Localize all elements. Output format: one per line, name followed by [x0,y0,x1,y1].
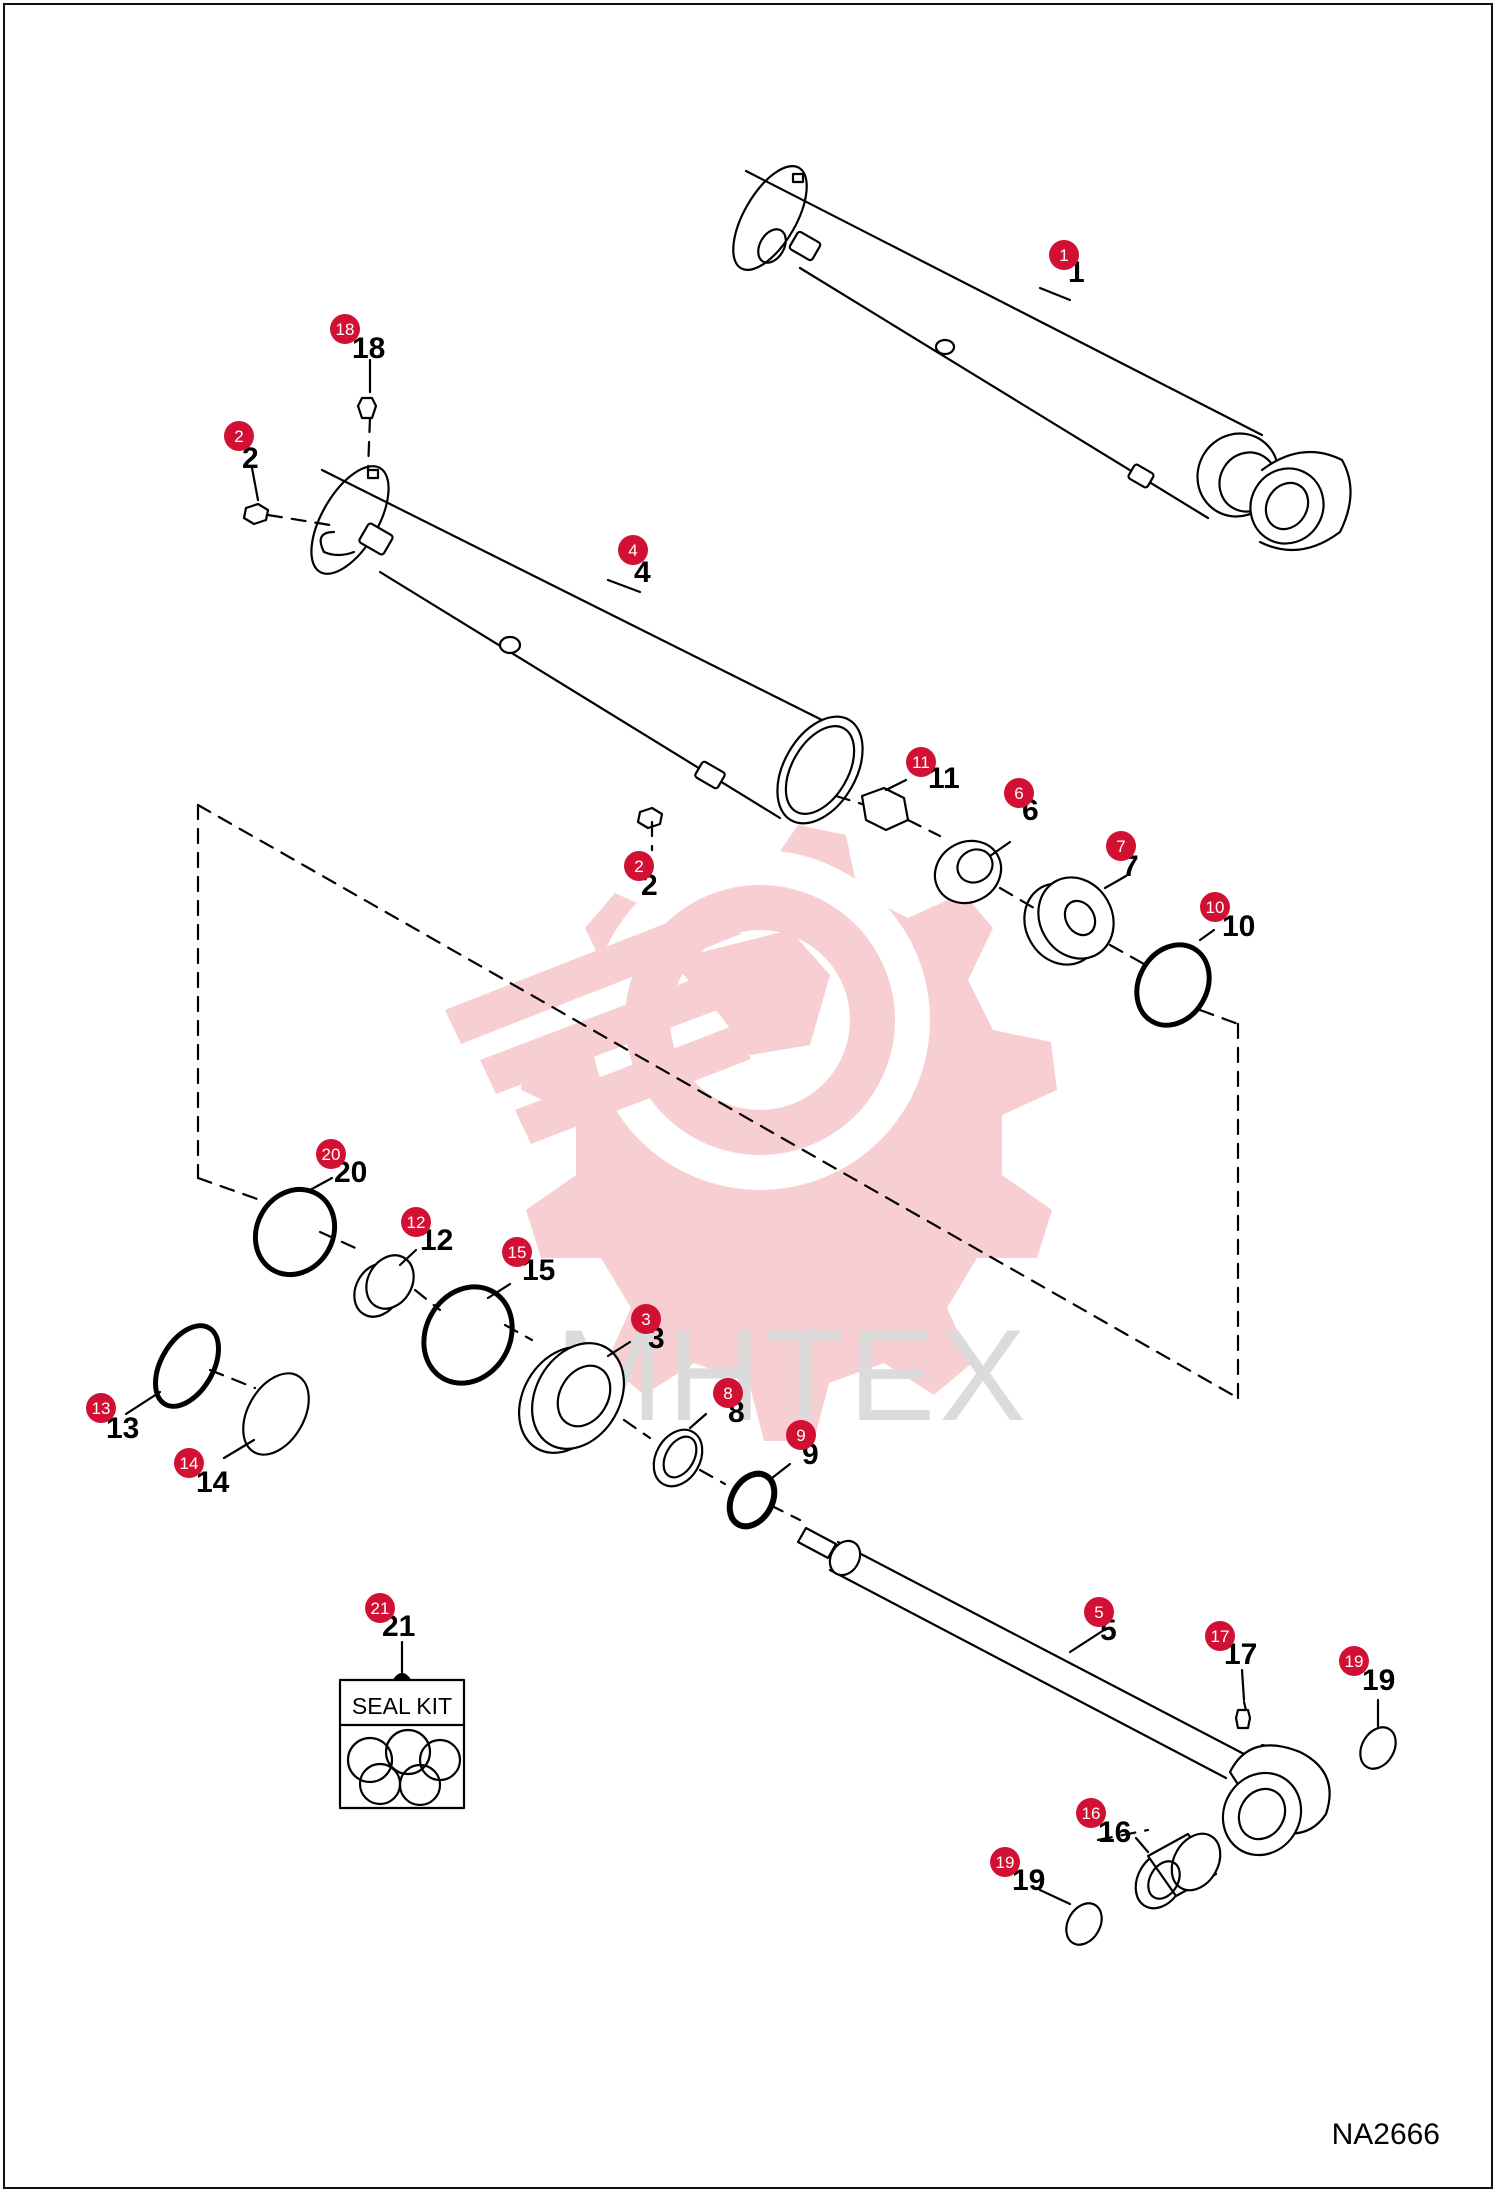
callout-marker[interactable]: 13 [86,1393,116,1423]
svg-text:21: 21 [371,1599,390,1618]
part-19-o-ring-right [1359,1726,1397,1770]
part-1-assembled-cylinder [732,165,1352,552]
part-number: 2 [242,442,259,475]
exploded-guide-dashed [196,803,1240,1400]
callout-marker[interactable]: 2 [624,851,654,881]
part-16-bushing [1134,1832,1222,1910]
part-9-rod-ring [726,1470,778,1530]
callout-marker[interactable]: 14 [174,1448,204,1478]
callout-marker[interactable]: 5 [1084,1597,1114,1627]
callout-marker[interactable]: 12 [401,1207,431,1237]
svg-text:5: 5 [1094,1603,1103,1622]
svg-text:17: 17 [1211,1627,1230,1646]
svg-text:18: 18 [336,320,355,339]
part-14-backup-ring [242,1372,310,1456]
svg-text:7: 7 [1116,837,1125,856]
callout-marker[interactable]: 7 [1106,831,1136,861]
callout-marker[interactable]: 2 [224,421,254,451]
part-8-rod-seal [652,1428,704,1488]
callout-marker[interactable]: 19 [990,1847,1020,1877]
seal-kit-label: SEAL KIT [352,1693,452,1719]
callout-marker[interactable]: 15 [502,1237,532,1267]
svg-text:14: 14 [180,1454,199,1473]
callout-marker[interactable]: 17 [1205,1621,1235,1651]
part-15-o-ring [421,1284,515,1386]
part-7-piston [1023,876,1115,966]
part-number: 18 [352,332,385,365]
callout-marker[interactable]: 21 [365,1593,395,1623]
part-5-rod [796,1526,1331,1857]
part-number: 16 [1098,1816,1131,1849]
svg-text:8: 8 [723,1384,732,1403]
svg-text:1: 1 [1059,246,1068,265]
svg-text:10: 10 [1206,898,1225,917]
part-11-nut [860,786,910,832]
svg-text:9: 9 [796,1426,805,1445]
svg-text:13: 13 [92,1399,111,1418]
callout-marker[interactable]: 11 [906,747,936,777]
part-number: 10 [1222,910,1255,943]
callout-marker[interactable]: 18 [330,314,360,344]
part-4-barrel [310,465,864,825]
svg-text:20: 20 [322,1145,341,1164]
svg-text:3: 3 [641,1310,650,1329]
callout-marker[interactable]: 6 [1004,778,1034,808]
part-13-o-ring [153,1323,221,1409]
svg-text:19: 19 [1345,1652,1364,1671]
part-2-plug-lower [636,806,664,830]
svg-text:4: 4 [628,541,637,560]
callout-marker[interactable]: 8 [713,1378,743,1408]
callout-marker[interactable]: 16 [1076,1798,1106,1828]
part-2-plug-upper [242,502,270,526]
part-17-grease-fitting [1234,1708,1252,1730]
callout-marker[interactable]: 4 [618,535,648,565]
part-3-gland [517,1342,626,1454]
svg-text:19: 19 [996,1853,1015,1872]
leader-lines [124,286,1380,1906]
svg-text:6: 6 [1014,784,1023,803]
callout-markers: 1 18 2 4 11 6 2 7 10 20 12 15 3 8 9 13 1… [86,240,1369,1877]
part-6-ring [933,839,1003,905]
part-18-grease-fitting [356,396,378,420]
callout-marker[interactable]: 19 [1339,1646,1369,1676]
part-10-seal-ring [1134,942,1212,1028]
part-19-o-ring-left [1065,1902,1103,1946]
drawing-reference-code: NA2666 [1331,2118,1440,2151]
callout-marker[interactable]: 1 [1049,240,1079,270]
svg-text:2: 2 [234,427,243,446]
part-number: 14 [196,1466,230,1499]
svg-text:11: 11 [912,753,930,772]
callout-marker[interactable]: 3 [631,1304,661,1334]
part-20-backup-ring [252,1186,338,1278]
part-number: 19 [1362,1664,1395,1697]
svg-text:15: 15 [508,1243,527,1262]
svg-text:2: 2 [634,857,643,876]
part-12-wiper [353,1254,415,1318]
part-21-seal-kit [338,1640,466,1810]
watermark-logo: MHTEX [445,825,1057,1448]
svg-text:16: 16 [1082,1804,1101,1823]
callout-marker[interactable]: 10 [1200,892,1230,922]
svg-text:12: 12 [407,1213,426,1232]
callout-marker[interactable]: 20 [316,1139,346,1169]
callout-marker[interactable]: 9 [786,1420,816,1450]
part-number: 4 [634,556,651,589]
